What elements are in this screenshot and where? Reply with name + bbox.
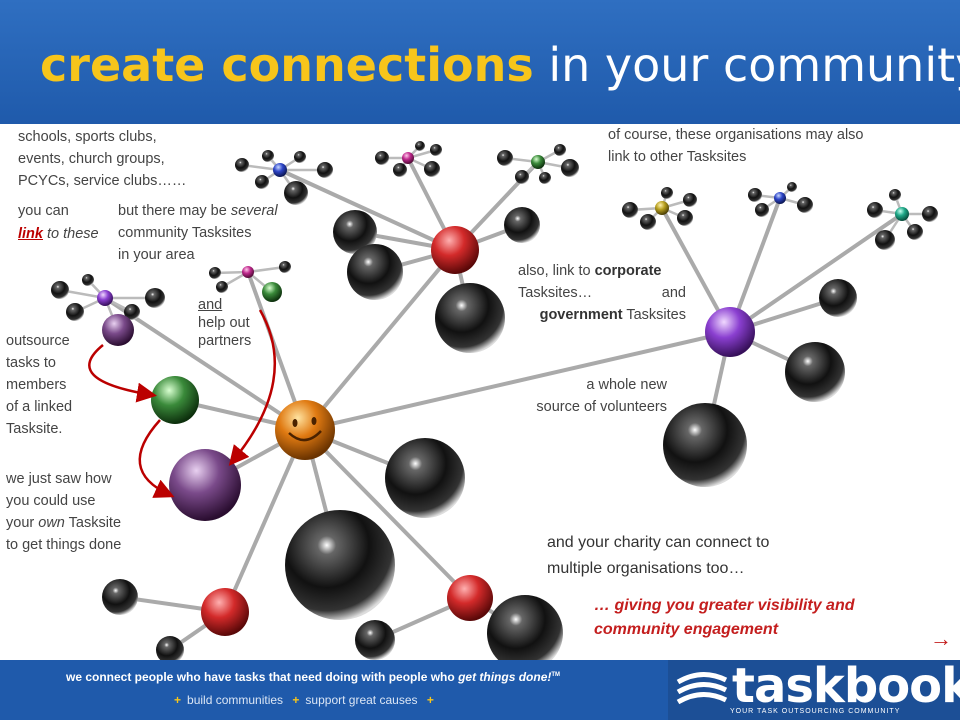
next-arrow-icon[interactable]: → xyxy=(930,626,952,651)
title-highlight: create connections xyxy=(40,38,534,92)
tasksites-dots-text: Tasksites… xyxy=(518,285,593,301)
corporate-text: corporate xyxy=(594,263,662,279)
note-line: you can xyxy=(18,203,69,219)
footer-tagline: we connect people who have tasks that ne… xyxy=(66,670,560,684)
and2-text: and xyxy=(661,285,686,301)
note-line: in your area xyxy=(118,247,195,263)
plus-icon: + xyxy=(292,693,300,707)
note-line: community engagement xyxy=(594,621,779,638)
to-these-text: to these xyxy=(42,226,99,242)
header-banner: create connections in your community xyxy=(0,0,960,124)
note-line: schools, sports clubs, xyxy=(18,129,157,145)
network-graphic xyxy=(51,141,938,660)
note-outsource: outsource tasks to members of a linked T… xyxy=(6,330,72,440)
tagline-prefix: we connect people who have tasks that ne… xyxy=(66,670,459,684)
note-line: a whole new xyxy=(586,377,667,393)
note-line: help out xyxy=(198,315,250,331)
title-rest: in your community xyxy=(533,38,960,92)
logo-word: taskbook xyxy=(732,658,960,714)
footer-link-build[interactable]: build communities xyxy=(187,693,284,707)
note-line: Tasksite. xyxy=(6,421,63,437)
footer-links: + build communities + support great causes… xyxy=(168,693,440,707)
note-line: events, church groups, xyxy=(18,151,165,167)
link-arrows xyxy=(88,309,277,498)
note-line: outsource xyxy=(6,333,70,349)
tasksites2-text: Tasksites xyxy=(622,307,686,323)
main-balls xyxy=(102,207,857,660)
note-line: … giving you greater visibility and xyxy=(594,597,855,614)
note-line: of a linked xyxy=(6,399,73,415)
note-charity: and your charity can connect to multiple… xyxy=(547,530,769,582)
several-text: several xyxy=(230,203,278,219)
note-just-saw: we just saw how you could use your own T… xyxy=(6,468,121,556)
plus-icon: + xyxy=(174,693,182,707)
tm-mark: TM xyxy=(551,672,561,678)
note-several-tasksites: but there may be several community Tasks… xyxy=(118,200,278,266)
link-text[interactable]: link xyxy=(18,226,43,242)
note-line: we just saw how xyxy=(6,471,112,487)
note-line: tasks to xyxy=(6,355,56,371)
note-help-out: and help out partners xyxy=(198,296,251,350)
but-there-text: but there may be xyxy=(118,203,231,219)
own-text: own xyxy=(38,515,65,531)
note-corporate: also, link to corporate Tasksites… and go… xyxy=(518,260,686,326)
note-line: partners xyxy=(198,333,252,349)
footer-link-support[interactable]: support great causes xyxy=(305,693,418,707)
satellite-balls xyxy=(51,141,938,346)
note-line: PCYCs, service clubs…… xyxy=(18,173,187,189)
network-diagram: schools, sports clubs, events, church gr… xyxy=(0,124,960,660)
logo-wordmark: taskbook® xyxy=(732,658,960,714)
also-link-text: also, link to xyxy=(518,263,595,279)
note-line: of course, these organisations may also xyxy=(608,127,864,143)
your-text: your xyxy=(6,515,39,531)
note-line: multiple organisations too… xyxy=(547,560,745,577)
note-of-course: of course, these organisations may also … xyxy=(608,124,864,168)
logo-subtitle: YOUR TASK OUTSOURCING COMMUNITY xyxy=(730,708,901,715)
note-line: link to other Tasksites xyxy=(608,149,747,165)
tagline-italic: get things done! xyxy=(458,670,552,684)
smiley-face xyxy=(288,417,322,442)
note-line: members xyxy=(6,377,67,393)
note-volunteers: a whole new source of volunteers xyxy=(512,374,667,418)
note-line: community Tasksites xyxy=(118,225,252,241)
note-visibility: … giving you greater visibility and comm… xyxy=(594,594,855,642)
note-line: to get things done xyxy=(6,537,122,553)
note-line: you could use xyxy=(6,493,96,509)
note-line: source of volunteers xyxy=(536,399,667,415)
note-line: and your charity can connect to xyxy=(547,534,770,551)
note-you-can-link: you can link to these xyxy=(18,200,99,246)
plus-icon: + xyxy=(426,693,434,707)
swoosh-icon xyxy=(676,672,728,705)
tasksite-text: Tasksite xyxy=(64,515,122,531)
page-title: create connections in your community xyxy=(40,38,960,92)
and-text: and xyxy=(198,297,223,313)
government-text: government xyxy=(539,307,623,323)
taskbook-logo[interactable]: taskbook® YOUR TASK OUTSOURCING COMMUNIT… xyxy=(668,658,960,720)
note-schools: schools, sports clubs, events, church gr… xyxy=(18,126,186,192)
